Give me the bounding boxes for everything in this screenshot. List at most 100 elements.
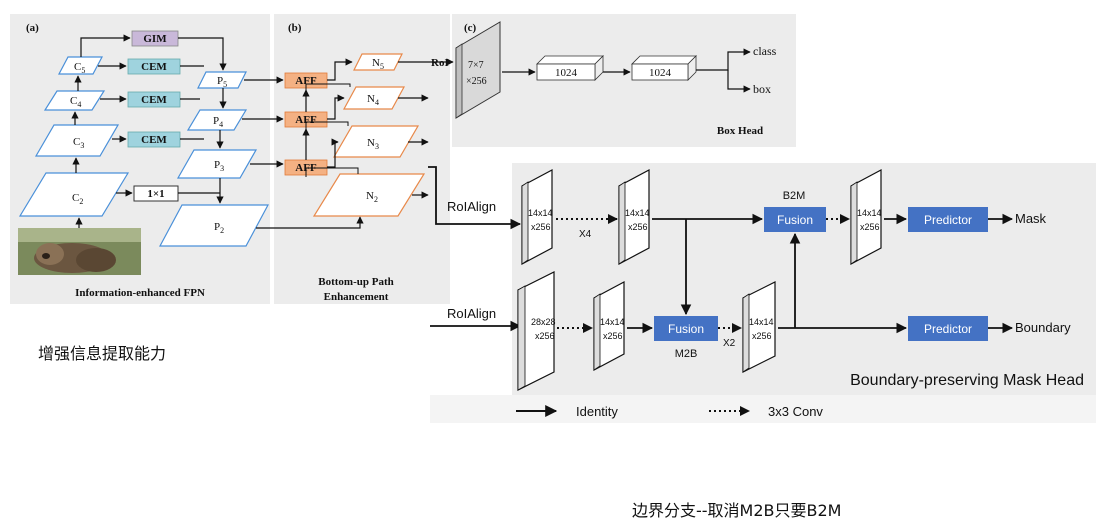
feature-map-5 xyxy=(593,281,625,371)
fc1-label: 1024 xyxy=(555,67,578,79)
n4-label: N xyxy=(367,93,375,105)
feature-map-4 xyxy=(517,271,555,391)
n2-label: N xyxy=(366,190,374,202)
roi-feature-cuboid xyxy=(455,21,501,119)
panel-b-caption-line2: Enhancement xyxy=(324,291,389,303)
roi-label: RoI xyxy=(431,57,449,69)
x4-label: X4 xyxy=(579,229,592,240)
p4-label: P xyxy=(213,115,219,127)
n3-subscript: 3 xyxy=(375,142,379,151)
predictor-boundary-block xyxy=(908,316,988,341)
svg-text:C5: C5 xyxy=(74,61,85,75)
panel-b-caption-line1: Bottom-up Path xyxy=(318,276,393,288)
feature-map-3-line1: 14x14 xyxy=(857,208,882,218)
feature-map-3-line2: x256 xyxy=(860,222,880,232)
panel-a-caption: Information-enhanced FPN xyxy=(75,287,205,299)
svg-text:C4: C4 xyxy=(70,95,81,109)
n3-block xyxy=(332,125,420,158)
feature-map-1-line2: x256 xyxy=(531,222,551,232)
box-out-class: class xyxy=(753,44,777,58)
c3-label: C xyxy=(73,136,80,148)
n2-subscript: 2 xyxy=(374,195,378,204)
panel-c-background xyxy=(452,14,796,147)
annotation-note-1: 增强信息提取能力 xyxy=(38,344,167,363)
predictor-boundary-label: Predictor xyxy=(924,322,972,336)
p4-subscript: 4 xyxy=(219,120,223,129)
p5-block xyxy=(197,71,247,89)
n4-subscript: 4 xyxy=(375,98,379,107)
cem-label-3: CEM xyxy=(141,134,167,146)
svg-text:N3: N3 xyxy=(367,137,379,151)
x2-label: X2 xyxy=(723,338,736,349)
conv1x1-label: 1×1 xyxy=(147,188,164,200)
b2m-fusion-label: Fusion xyxy=(777,213,813,227)
p2-subscript: 2 xyxy=(220,226,224,235)
cem-label-1: CEM xyxy=(141,61,167,73)
mask-head-caption: Boundary-preserving Mask Head xyxy=(850,372,1084,389)
feature-map-2 xyxy=(618,169,650,265)
svg-text:N2: N2 xyxy=(366,190,378,204)
c5-label: C xyxy=(74,61,81,73)
feature-map-3 xyxy=(850,169,882,265)
c5-block xyxy=(58,56,103,75)
feature-map-1 xyxy=(521,169,553,265)
predictor-mask-label: Predictor xyxy=(924,213,972,227)
p2-block xyxy=(158,204,270,247)
n4-block xyxy=(342,86,406,110)
panel-c-tag: (c) xyxy=(464,22,477,34)
c2-subscript: 2 xyxy=(79,197,83,206)
box-head-caption: Box Head xyxy=(717,125,763,137)
feature-map-4-line1: 28x28 xyxy=(531,317,556,327)
panel-b-tag: (b) xyxy=(288,22,302,34)
feature-map-6 xyxy=(742,281,776,373)
n5-block xyxy=(353,53,403,71)
gim-label: GIM xyxy=(143,33,167,45)
annotation-note-2: 边界分支--取消M2B只要B2M xyxy=(632,501,842,520)
c3-subscript: 3 xyxy=(80,141,84,150)
c4-block xyxy=(43,90,106,111)
p2-label: P xyxy=(214,221,220,233)
feature-map-2-line1: 14x14 xyxy=(625,208,650,218)
feature-map-6-line1: 14x14 xyxy=(749,317,774,327)
p4-block xyxy=(186,109,248,131)
n3-label: N xyxy=(367,137,375,149)
p3-block xyxy=(176,149,258,179)
panel-a-tag: (a) xyxy=(26,22,39,34)
b2m-fusion-block xyxy=(764,207,826,232)
fc2-block xyxy=(631,55,697,81)
legend-conv-label: 3x3 Conv xyxy=(768,404,823,419)
svg-text:P4: P4 xyxy=(213,115,223,129)
feature-map-5-line1: 14x14 xyxy=(600,317,625,327)
feature-map-4-line2: x256 xyxy=(535,331,555,341)
roi-feature-line1: 7×7 xyxy=(468,60,484,71)
m2b-label: M2B xyxy=(675,348,698,360)
svg-text:P3: P3 xyxy=(214,159,224,173)
feature-map-5-line2: x256 xyxy=(603,331,623,341)
feature-map-6-line2: x256 xyxy=(752,331,772,341)
svg-text:N4: N4 xyxy=(367,93,379,107)
legend-identity-label: Identity xyxy=(576,404,618,419)
p5-subscript: 5 xyxy=(223,80,227,89)
feature-map-1-line1: 14x14 xyxy=(528,208,553,218)
svg-text:C2: C2 xyxy=(72,192,83,206)
c5-subscript: 5 xyxy=(81,66,85,75)
predictor-mask-block xyxy=(908,207,988,232)
b2m-label: B2M xyxy=(783,190,806,202)
c2-block xyxy=(18,172,130,217)
bear-photo xyxy=(18,228,141,275)
c4-label: C xyxy=(70,95,77,107)
cem-label-2: CEM xyxy=(141,94,167,106)
roialign-bottom: RoIAlign xyxy=(447,306,496,321)
p5-label: P xyxy=(217,75,223,87)
svg-text:N5: N5 xyxy=(372,57,384,71)
output-boundary: Boundary xyxy=(1015,320,1071,335)
roialign-top: RoIAlign xyxy=(447,199,496,214)
svg-text:C3: C3 xyxy=(73,136,84,150)
output-mask: Mask xyxy=(1015,211,1047,226)
legend-background xyxy=(430,395,1096,423)
n5-label: N xyxy=(372,57,380,69)
feature-map-2-line2: x256 xyxy=(628,222,648,232)
p3-subscript: 3 xyxy=(220,164,224,173)
m2b-fusion-block xyxy=(654,316,718,341)
